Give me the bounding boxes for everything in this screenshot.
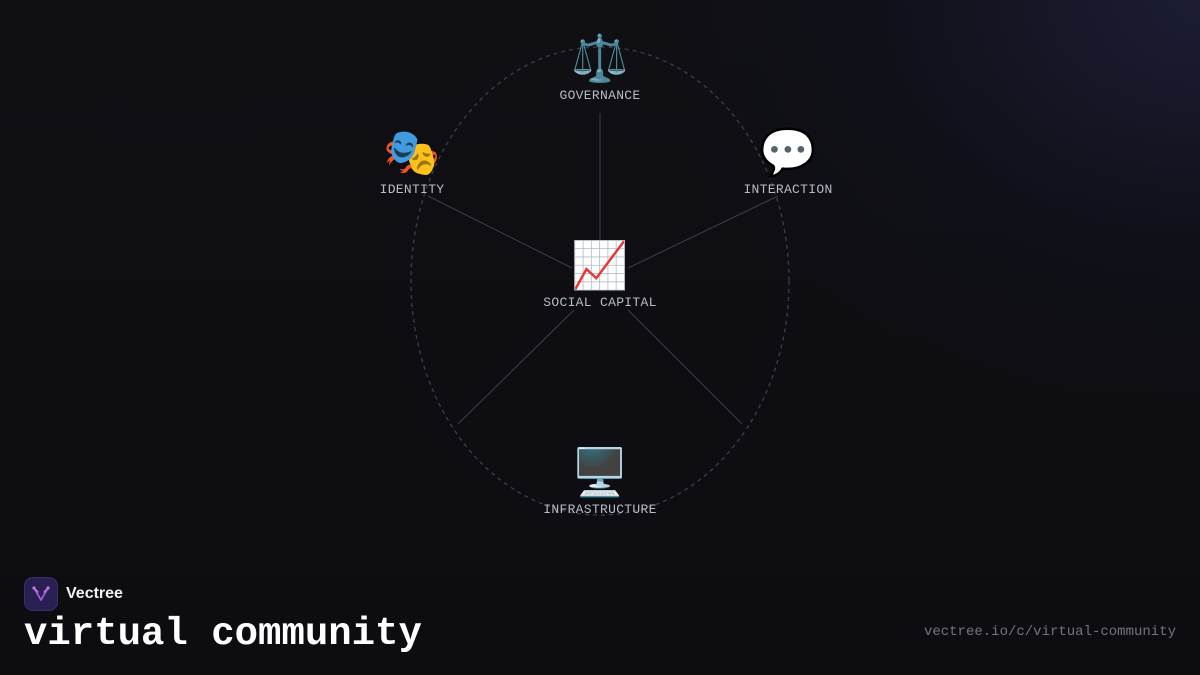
node-social-capital: 📈 SOCIAL CAPITAL bbox=[510, 237, 690, 310]
desktop-computer-icon: 🖥️ bbox=[571, 445, 629, 499]
node-label-social-capital: SOCIAL CAPITAL bbox=[543, 295, 657, 310]
vectree-logo-icon bbox=[24, 577, 58, 611]
brand-name: Vectree bbox=[66, 585, 123, 602]
scales-icon: ⚖️ bbox=[571, 31, 629, 85]
node-label-governance: GOVERNANCE bbox=[559, 88, 641, 103]
chart-increasing-icon: 📈 bbox=[571, 238, 629, 292]
node-label-identity: IDENTITY bbox=[379, 182, 445, 197]
theater-masks-icon: 🎭 bbox=[383, 125, 441, 179]
node-label-interaction: INTERACTION bbox=[743, 182, 833, 197]
spoke-lower-right bbox=[627, 309, 743, 425]
speech-bubble-icon: 💬 bbox=[759, 125, 817, 179]
node-interaction: 💬 INTERACTION bbox=[698, 124, 878, 197]
vectree-mark-icon bbox=[32, 586, 50, 601]
node-label-infrastructure: INFRASTRUCTURE bbox=[543, 502, 657, 517]
spoke-identity bbox=[427, 195, 573, 269]
node-governance: ⚖️ GOVERNANCE bbox=[510, 30, 690, 103]
spoke-lower-left bbox=[457, 309, 575, 425]
node-identity: 🎭 IDENTITY bbox=[322, 124, 502, 197]
page-url[interactable]: vectree.io/c/virtual-community bbox=[923, 624, 1176, 640]
page-title: virtual community bbox=[24, 612, 422, 656]
orbit-ellipse bbox=[410, 46, 790, 516]
brand[interactable]: Vectree bbox=[24, 577, 123, 611]
node-infrastructure: 🖥️ INFRASTRUCTURE bbox=[510, 444, 690, 517]
spoke-interaction bbox=[627, 195, 779, 269]
